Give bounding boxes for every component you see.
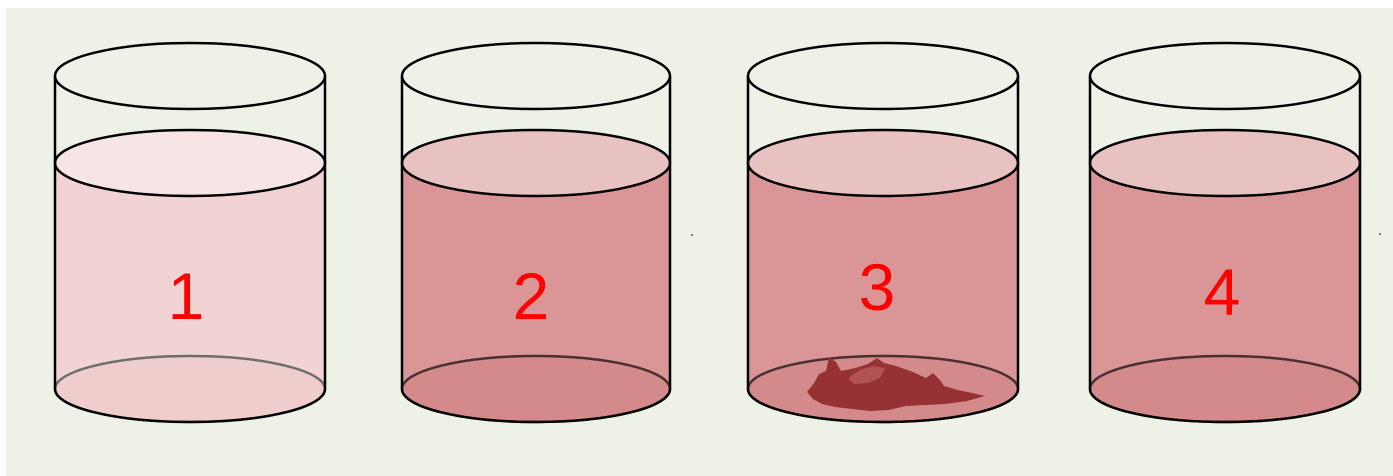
beaker-label-4: 4 <box>1204 255 1241 329</box>
beaker-label-1: 1 <box>168 259 205 333</box>
beaker-label-2: 2 <box>513 259 550 333</box>
beaker-1: 1 <box>55 43 325 422</box>
stray-dot <box>691 234 693 236</box>
liquid-surface <box>748 130 1018 196</box>
beaker-rim <box>748 43 1018 109</box>
beaker-rim <box>1090 43 1360 109</box>
liquid-surface <box>55 130 325 196</box>
beaker-2: 2 <box>402 43 670 422</box>
beaker-rim <box>55 43 325 109</box>
beaker-3: 3 <box>748 43 1018 422</box>
beaker-label-3: 3 <box>859 250 896 324</box>
liquid-surface <box>1090 130 1360 196</box>
liquid-surface <box>402 130 670 196</box>
stray-dot <box>1379 233 1381 235</box>
beaker-4: 4 <box>1090 43 1360 422</box>
beaker-rim <box>402 43 670 109</box>
